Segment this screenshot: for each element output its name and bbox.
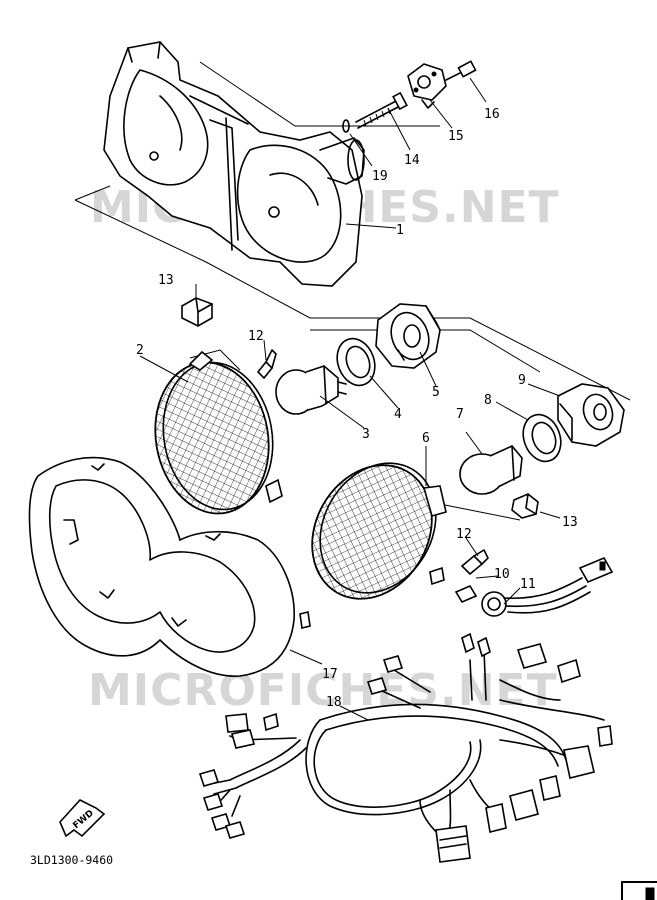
- bulb-12-bottom: [460, 549, 489, 576]
- socket-ring-4: [336, 337, 376, 387]
- o-ring: [342, 119, 350, 133]
- socket-cover-9: [557, 383, 625, 447]
- label-part-17: 17: [322, 667, 338, 682]
- bulb-12-top: [256, 349, 277, 380]
- label-part-1: 1: [396, 223, 404, 238]
- part-labels: 1 2 3 4 5 6 7 8 9 10 11 12 12 13 13 14 1…: [136, 107, 578, 710]
- fwd-arrow-icon: FWD: [59, 799, 106, 838]
- label-part-13-bottom: 13: [562, 515, 578, 530]
- headlight-housing: [103, 41, 365, 287]
- bulb-10: [454, 584, 478, 604]
- label-part-9: 9: [518, 373, 526, 388]
- wire-harness: [198, 632, 613, 863]
- label-part-12-top: 12: [248, 329, 264, 344]
- corner-marker: [621, 881, 657, 900]
- leader-lines: [139, 77, 561, 721]
- screw-16: [445, 60, 477, 81]
- connector-13-top: [181, 297, 213, 327]
- label-part-8: 8: [484, 393, 492, 408]
- label-part-15: 15: [448, 129, 464, 144]
- socket-cover-5: [375, 303, 441, 369]
- label-part-19: 19: [372, 169, 388, 184]
- socket-ring-8: [522, 413, 562, 463]
- label-part-10: 10: [494, 567, 510, 582]
- headlight-unit-left: [154, 350, 283, 515]
- bulb-7: [459, 445, 523, 495]
- label-part-13-top: 13: [158, 273, 174, 288]
- connector-13-bottom: [511, 493, 539, 519]
- socket-11: [481, 556, 614, 617]
- label-part-12-bottom: 12: [456, 527, 472, 542]
- label-part-4: 4: [394, 407, 402, 422]
- label-part-14: 14: [404, 153, 420, 168]
- label-part-5: 5: [432, 385, 440, 400]
- label-part-16: 16: [484, 107, 500, 122]
- label-part-18: 18: [326, 695, 342, 710]
- diagram-code: 3LD1300-9460: [30, 853, 113, 867]
- label-part-3: 3: [362, 427, 370, 442]
- adjusting-bolt: [355, 91, 408, 129]
- label-part-7: 7: [456, 407, 464, 422]
- label-part-2: 2: [136, 343, 144, 358]
- watermark-bottom: MICROFICHES.NET: [88, 665, 558, 716]
- label-part-6: 6: [422, 431, 430, 446]
- headlight-rim: [28, 456, 311, 677]
- headlight-unit-right: [311, 462, 447, 600]
- label-part-11: 11: [520, 577, 536, 592]
- bulb-3: [275, 365, 347, 415]
- adjuster-plate: [407, 63, 447, 109]
